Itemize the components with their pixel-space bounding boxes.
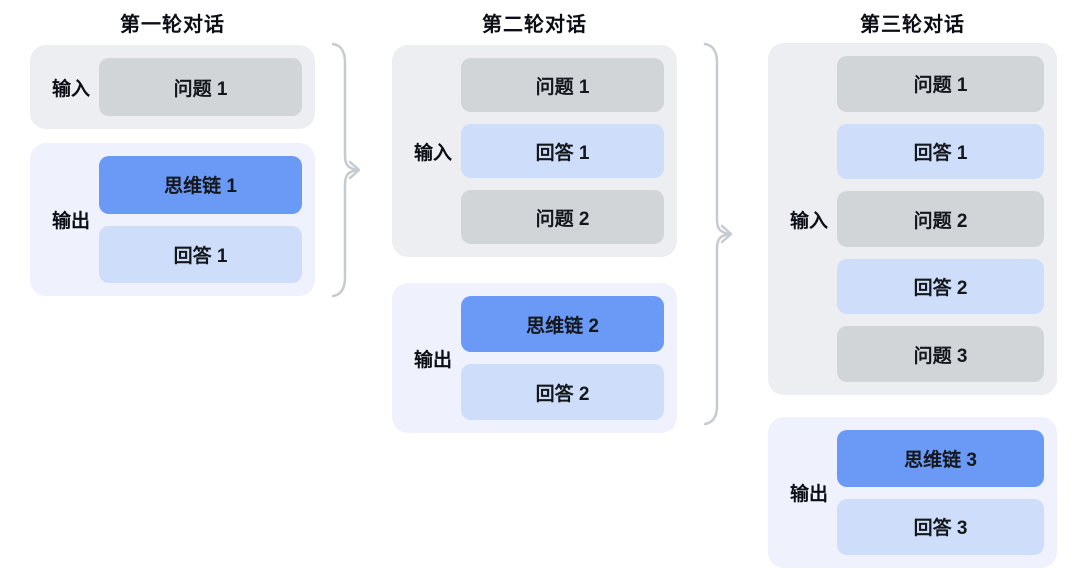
round-2-input-boxes: 问题 1 回答 1 问题 2 [461,58,664,244]
round-3-output-group: 输出 思维链 3 回答 3 [768,417,1057,568]
round-1-output-group: 输出 思维链 1 回答 1 [30,143,315,296]
round-3-output-boxes: 思维链 3 回答 3 [837,430,1044,555]
round-2-input-group: 输入 问题 1 回答 1 问题 2 [392,45,677,257]
box-question-2: 问题 2 [837,191,1044,247]
round-3-title: 第三轮对话 [860,14,965,36]
brace-arrow-round1-to-round2-icon [331,42,365,298]
column-round-1: 第一轮对话 输入 问题 1 输出 思维链 1 回答 1 [30,0,315,579]
box-chain-of-thought-1: 思维链 1 [99,156,302,214]
round-1-output-boxes: 思维链 1 回答 1 [99,156,302,283]
box-answer-1: 回答 1 [99,225,302,283]
box-question-1: 问题 1 [837,56,1044,112]
box-answer-2: 回答 2 [837,258,1044,315]
box-answer-1: 回答 1 [837,123,1044,180]
box-answer-3: 回答 3 [837,498,1044,555]
round-2-title: 第二轮对话 [482,14,587,36]
box-answer-2: 回答 2 [461,364,664,420]
box-question-1: 问题 1 [461,58,664,112]
output-label: 输出 [51,211,90,232]
brace-arrow-round2-to-round3-icon [703,42,737,426]
round-1-input-group: 输入 问题 1 [30,45,315,129]
round-3-input-group: 输入 问题 1 回答 1 问题 2 回答 2 问题 3 [768,43,1057,395]
box-chain-of-thought-3: 思维链 3 [837,430,1044,487]
round-2-output-group: 输出 思维链 2 回答 2 [392,283,677,433]
column-round-2: 第二轮对话 输入 问题 1 回答 1 问题 2 输出 思维链 2 回答 2 [392,0,677,579]
round-2-output-boxes: 思维链 2 回答 2 [461,296,664,420]
output-label: 输出 [413,349,452,371]
round-1-title: 第一轮对话 [120,14,225,36]
column-round-3: 第三轮对话 输入 问题 1 回答 1 问题 2 回答 2 问题 3 输出 思维链… [768,0,1057,579]
box-question-2: 问题 2 [461,190,664,244]
input-label: 输入 [51,78,90,100]
output-label: 输出 [789,484,828,505]
round-1-input-boxes: 问题 1 [99,58,302,116]
input-label: 输入 [789,210,828,232]
box-question-1: 问题 1 [99,58,302,116]
box-question-3: 问题 3 [837,326,1044,382]
box-answer-1: 回答 1 [461,124,664,178]
input-label: 输入 [413,142,452,164]
round-3-input-boxes: 问题 1 回答 1 问题 2 回答 2 问题 3 [837,56,1044,382]
box-chain-of-thought-2: 思维链 2 [461,296,664,352]
